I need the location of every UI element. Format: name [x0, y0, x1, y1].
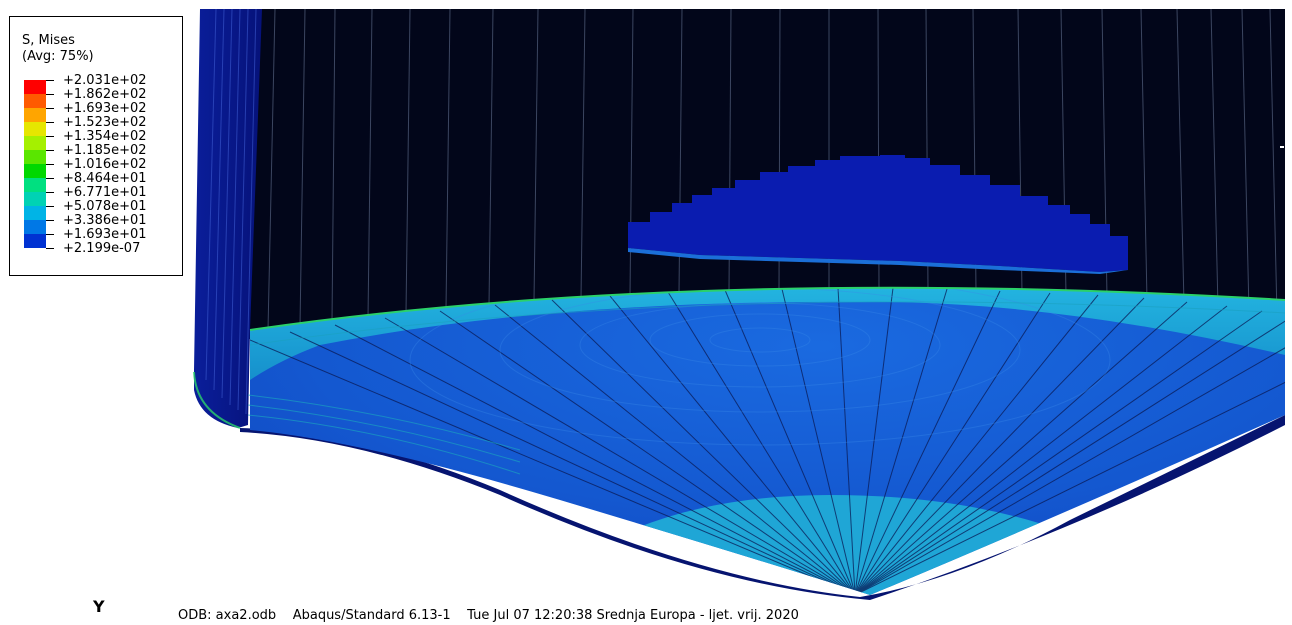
- odb-name: ODB: axa2.odb: [178, 608, 277, 623]
- legend-swatch: [24, 108, 46, 122]
- legend-level-label: +1.693e+01: [63, 227, 147, 242]
- legend-tick: [46, 150, 54, 151]
- legend-subtitle: (Avg: 75%): [22, 49, 94, 64]
- triad-y-axis-label: Y: [93, 597, 105, 616]
- legend-swatch: [24, 164, 46, 178]
- vessel-interior: [210, 9, 1285, 339]
- legend-tick: [46, 206, 54, 207]
- legend-swatch: [24, 220, 46, 234]
- wall-mesh-lines: [205, 8, 257, 415]
- legend-tick: [46, 234, 54, 235]
- legend-swatch: [24, 80, 46, 94]
- legend-level-label: +1.185e+02: [63, 143, 147, 158]
- stress-ring-rim: [250, 287, 1285, 380]
- legend-tick: [46, 122, 54, 123]
- legend-tick: [46, 192, 54, 193]
- right-edge-marker: [1280, 146, 1284, 148]
- legend-level-label: +1.354e+02: [63, 129, 147, 144]
- timestamp: Tue Jul 07 12:20:38 Srednja Europa - lje…: [467, 608, 799, 623]
- viewport-right-edge: [1285, 9, 1292, 429]
- legend-swatch: [24, 136, 46, 150]
- legend-swatch: [24, 234, 46, 248]
- legend-level-label: +2.031e+02: [63, 73, 147, 88]
- legend-swatch: [24, 94, 46, 108]
- solver-version: Abaqus/Standard 6.13-1: [292, 608, 451, 623]
- lower-floor-rings: [247, 394, 521, 475]
- legend-level-label: +8.464e+01: [63, 171, 147, 186]
- legend-tick: [46, 94, 54, 95]
- rim-edge: [249, 286, 1286, 331]
- legend-tick: [46, 136, 54, 137]
- legend-level-label: +3.386e+01: [63, 213, 147, 228]
- legend-level-label: +2.199e-07: [63, 241, 141, 256]
- legend-swatch: [24, 150, 46, 164]
- legend-tick: [46, 164, 54, 165]
- viewport-status-line: ODB: axa2.odb Abaqus/Standard 6.13-1 Tue…: [178, 608, 799, 623]
- stress-band-back-wall: [628, 155, 1128, 272]
- legend-swatch: [24, 192, 46, 206]
- legend-tick: [46, 248, 54, 249]
- legend-level-label: +1.016e+02: [63, 157, 147, 172]
- legend-swatch: [24, 122, 46, 136]
- legend-level-label: +6.771e+01: [63, 185, 147, 200]
- legend-tick: [46, 178, 54, 179]
- legend-title: S, Mises: [22, 33, 75, 48]
- legend-level-label: +1.862e+02: [63, 87, 147, 102]
- wall-edge-highlight: [193, 371, 241, 429]
- legend-swatch: [24, 178, 46, 192]
- legend-level-label: +1.523e+02: [63, 115, 147, 130]
- legend-tick: [46, 108, 54, 109]
- legend-level-label: +1.693e+02: [63, 101, 147, 116]
- legend-tick: [46, 80, 54, 81]
- legend-color-bar: [24, 80, 54, 249]
- contour-legend: S, Mises (Avg: 75%) +2.031e+02+1.862e+02…: [9, 16, 183, 276]
- dome-radial-mesh: [250, 287, 1285, 595]
- rim-inner-rings: [249, 301, 1286, 346]
- legend-level-label: +5.078e+01: [63, 199, 147, 214]
- legend-swatch: [24, 206, 46, 220]
- stress-band-underside: [628, 248, 1128, 274]
- legend-tick: [46, 220, 54, 221]
